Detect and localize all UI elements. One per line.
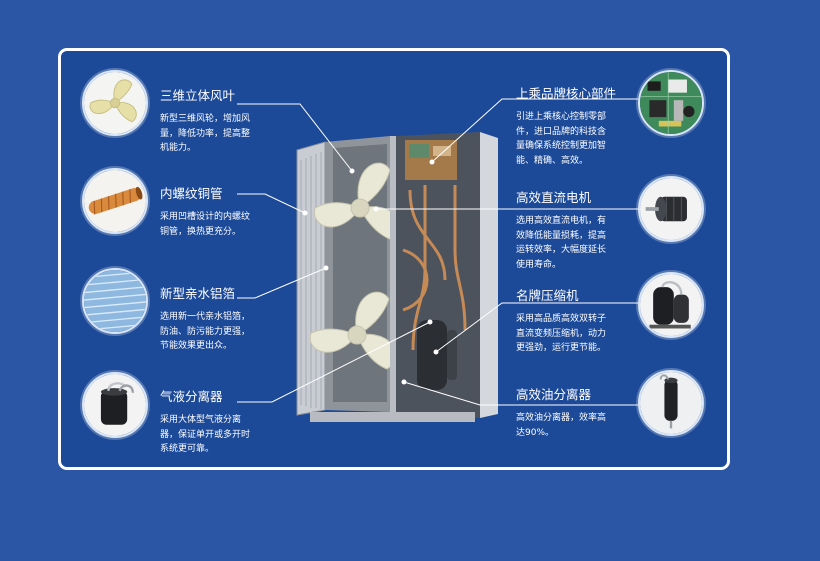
feature-description: 采用大体型气液分离 器，保证单开或多开时 系统更可靠。 — [160, 413, 250, 457]
feature-core-parts: 上乘品牌核心部件 引进上乘核心控制零部 件，进口品牌的科技含 量确保系统控制更加… — [516, 86, 616, 168]
desc-line: 采用凹槽设计的内螺纹 — [160, 212, 251, 222]
desc-line: 量，降低功率，提高整 — [160, 128, 251, 139]
feature-title: 名牌压缩机 — [516, 288, 579, 303]
desc-line: 高效油分离器，效率高 — [516, 413, 607, 423]
desc-line: 效降低能量损耗，提高 — [516, 230, 607, 241]
desc-line: 直流变频压缩机，动力 — [516, 328, 607, 339]
feature-dc-motor: 高效直流电机 选用高效直流电机，有 效降低能量损耗，提高 运转效率，大幅度延长 … — [516, 190, 606, 272]
desc-line: 能、精确、高效。 — [516, 155, 589, 166]
feature-title: 高效直流电机 — [516, 190, 592, 205]
feature-compressor: 名牌压缩机 采用高品质高效双转子 直流变频压缩机，动力 更强劲，运行更节能。 — [516, 288, 606, 356]
feature-title: 三维立体风叶 — [160, 88, 236, 103]
feature-title: 上乘品牌核心部件 — [516, 86, 617, 101]
desc-line: 器，保证单开或多开时 — [160, 429, 251, 440]
desc-line: 采用高品质高效双转子 — [516, 314, 607, 324]
desc-line: 铜管，换热更充分。 — [160, 226, 242, 237]
dc-motor-icon — [638, 176, 704, 242]
desc-line: 使用寿命。 — [516, 259, 562, 270]
desc-line: 机能力。 — [160, 143, 197, 153]
aluminum-fin-icon — [82, 268, 148, 334]
feature-oil-separator: 高效油分离器 高效油分离器，效率高 达90%。 — [516, 387, 606, 440]
desc-line: 运转效率，大幅度延长 — [516, 245, 607, 255]
desc-line: 系统更可靠。 — [160, 444, 215, 454]
outdoor-unit-illustration — [285, 130, 500, 425]
feature-description: 采用凹槽设计的内螺纹 铜管，换热更充分。 — [160, 210, 250, 239]
copper-tube-icon — [82, 168, 148, 234]
circuit-board-icon — [638, 70, 704, 136]
feature-title: 气液分离器 — [160, 389, 223, 404]
oil-separator-icon — [638, 370, 704, 436]
feature-description: 高效油分离器，效率高 达90%。 — [516, 411, 606, 440]
desc-line: 防油、防污能力更强， — [160, 326, 251, 337]
feature-description: 选用高效直流电机，有 效降低能量损耗，提高 运转效率，大幅度延长 使用寿命。 — [516, 214, 606, 272]
desc-line: 达90%。 — [516, 427, 555, 438]
desc-line: 节能效果更出众。 — [160, 341, 233, 351]
feature-fan: 三维立体风叶 新型三维风轮，增加风 量，降低功率，提高整 机能力。 — [160, 88, 250, 156]
gas-liquid-separator-icon — [82, 372, 148, 438]
desc-line: 选用新一代亲水铝箔， — [160, 312, 251, 322]
feature-description: 引进上乘核心控制零部 件，进口品牌的科技含 量确保系统控制更加智 能、精确、高效… — [516, 110, 616, 168]
desc-line: 件，进口品牌的科技含 — [516, 126, 607, 137]
feature-description: 采用高品质高效双转子 直流变频压缩机，动力 更强劲，运行更节能。 — [516, 312, 606, 356]
feature-title: 高效油分离器 — [516, 387, 592, 402]
feature-gas-liquid-separator: 气液分离器 采用大体型气液分离 器，保证单开或多开时 系统更可靠。 — [160, 389, 250, 457]
feature-title: 内螺纹铜管 — [160, 186, 223, 201]
feature-description: 新型三维风轮，增加风 量，降低功率，提高整 机能力。 — [160, 112, 250, 156]
feature-description: 选用新一代亲水铝箔， 防油、防污能力更强， 节能效果更出众。 — [160, 310, 250, 354]
desc-line: 更强劲，运行更节能。 — [516, 343, 607, 353]
fan-blade-icon — [82, 70, 148, 136]
desc-line: 选用高效直流电机，有 — [516, 216, 607, 226]
feature-title: 新型亲水铝箔 — [160, 286, 236, 301]
desc-line: 采用大体型气液分离 — [160, 415, 242, 425]
desc-line: 新型三维风轮，增加风 — [160, 114, 251, 124]
compressor-icon — [638, 272, 704, 338]
feature-aluminum-foil: 新型亲水铝箔 选用新一代亲水铝箔， 防油、防污能力更强， 节能效果更出众。 — [160, 286, 250, 354]
desc-line: 引进上乘核心控制零部 — [516, 112, 607, 122]
desc-line: 量确保系统控制更加智 — [516, 141, 607, 151]
feature-copper-tube: 内螺纹铜管 采用凹槽设计的内螺纹 铜管，换热更充分。 — [160, 186, 250, 239]
